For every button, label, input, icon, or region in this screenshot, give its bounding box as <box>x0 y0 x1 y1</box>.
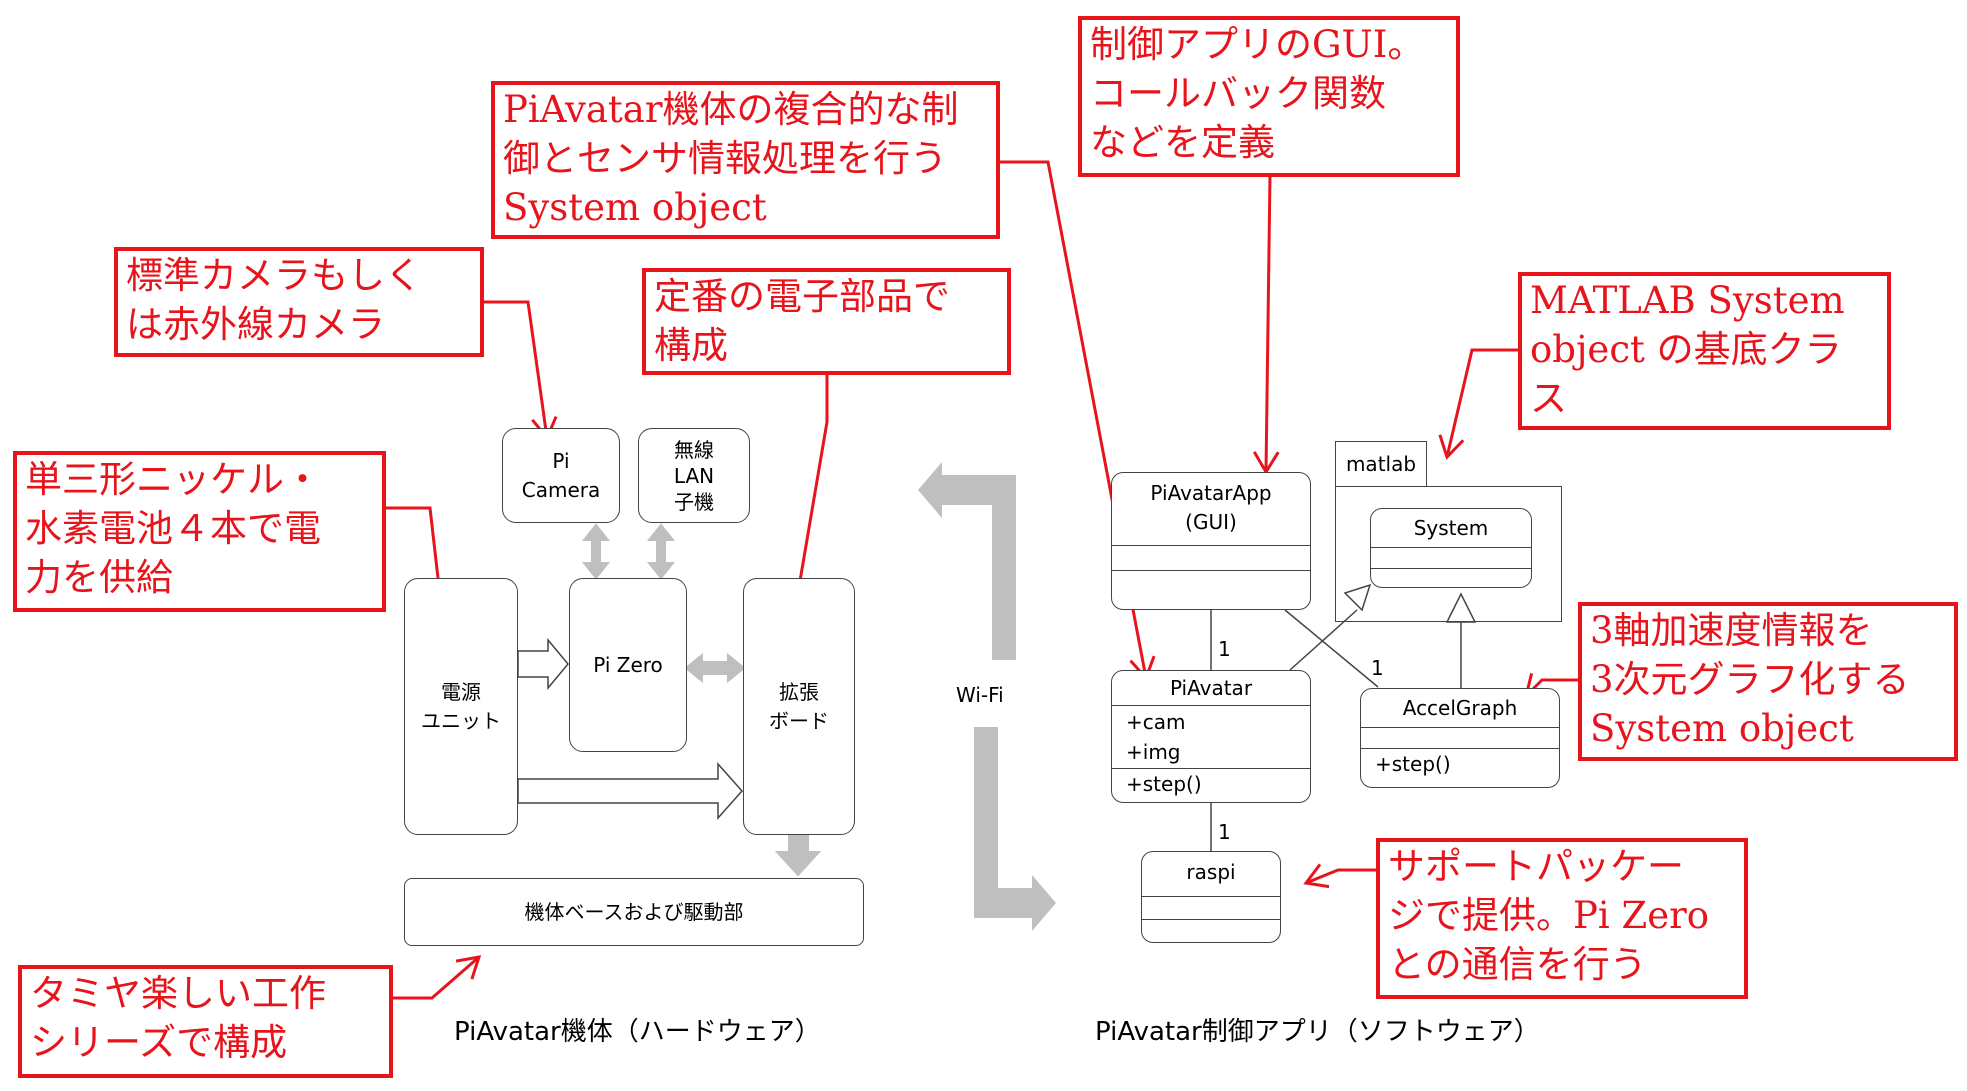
camera-pizero-arrow <box>581 523 611 580</box>
wifi-label: Wi-Fi <box>956 683 1004 707</box>
callout-support: サポートパッケー ジで提供。Pi Zero との通信を行う <box>1376 838 1748 999</box>
multiplicity-app-accelgraph: 1 <box>1371 656 1384 680</box>
pi-camera-label: Pi Camera <box>521 448 601 502</box>
piavatar-methods: +step() <box>1112 768 1310 799</box>
assoc-app-accelgraph <box>1284 609 1379 688</box>
lan-pizero-arrow <box>646 523 676 580</box>
power-board-arrow <box>517 762 744 820</box>
accelgraph-class-name: AccelGraph <box>1402 696 1518 720</box>
pizero-board-arrow <box>684 652 746 684</box>
multiplicity-piavatar-raspi: 1 <box>1218 820 1231 844</box>
pi-camera-box: Pi Camera <box>502 428 620 523</box>
raspi-methods <box>1142 919 1280 920</box>
piavatar-attrs: +cam +img <box>1112 705 1310 768</box>
tamiya-callout-arrow <box>393 955 482 1000</box>
piavatar-method-step: +step() <box>1126 772 1202 796</box>
base-drive-box: 機体ベースおよび駆動部 <box>404 878 864 946</box>
hardware-caption: PiAvatar機体（ハードウェア） <box>454 1017 821 1047</box>
system-class-name: System <box>1413 516 1489 540</box>
pi-zero-box: Pi Zero <box>569 578 687 752</box>
matlab-callout-arrow <box>1438 348 1518 460</box>
annotation-arrows <box>382 160 1578 1000</box>
piavatar-class: PiAvatar +cam +img +step() <box>1111 670 1311 803</box>
pi-zero-label: Pi Zero <box>593 652 663 677</box>
system-class: System <box>1370 508 1532 588</box>
gui-callout-arrow <box>1252 174 1280 475</box>
software-caption: PiAvatar制御アプリ（ソフトウェア） <box>1095 1017 1540 1047</box>
wifi-up-arrow <box>918 462 1016 660</box>
inherit-piavatar-system <box>1289 609 1358 671</box>
piavatar-attr-img: +img <box>1126 740 1181 764</box>
expansion-board-label: 拡張 ボード <box>769 679 829 733</box>
wireless-lan-box: 無線 LAN 子機 <box>638 428 750 523</box>
raspi-class-name: raspi <box>1186 860 1236 884</box>
support-callout-arrow <box>1303 863 1376 889</box>
callout-gui: 制御アプリのGUI。 コールバック関数 などを定義 <box>1078 16 1460 177</box>
inherit-triangle-accel <box>1445 592 1477 623</box>
system-class-methods <box>1371 568 1531 569</box>
system-class-attrs <box>1371 547 1531 568</box>
callout-accel: 3軸加速度情報を 3次元グラフ化する System object <box>1578 602 1958 761</box>
raspi-attrs <box>1142 896 1280 919</box>
callout-parts: 定番の電子部品で 構成 <box>642 268 1011 375</box>
matlab-package <box>1335 486 1562 622</box>
piavatar-app-name: PiAvatarApp (GUI) <box>1150 481 1272 534</box>
inherit-triangle-piavatar <box>1343 583 1372 612</box>
parts-callout-arrow <box>782 372 829 631</box>
accelgraph-method-step: +step() <box>1375 752 1451 776</box>
power-unit-label: 電源 ユニット <box>421 679 501 733</box>
board-base-arrow <box>774 832 822 877</box>
callout-battery: 単三形ニッケル・ 水素電池４本で電 力を供給 <box>13 451 386 612</box>
accelgraph-class: AccelGraph +step() <box>1360 688 1560 788</box>
callout-tamiya: タミヤ楽しい工作 シリーズで構成 <box>18 965 393 1078</box>
multiplicity-app-piavatar: 1 <box>1218 637 1231 661</box>
wifi-down-arrow <box>974 727 1056 931</box>
callout-camera: 標準カメラもしく は赤外線カメラ <box>114 247 484 357</box>
power-pizero-arrow <box>517 637 569 691</box>
raspi-class: raspi <box>1141 851 1281 943</box>
callout-matlab-base: MATLAB System object の基底クラ ス <box>1518 272 1891 430</box>
power-unit-box: 電源 ユニット <box>404 578 518 835</box>
base-drive-label: 機体ベースおよび駆動部 <box>524 899 744 924</box>
piavatar-app-attrs <box>1112 545 1310 570</box>
wireless-lan-label: 無線 LAN 子機 <box>673 437 715 514</box>
matlab-package-tab: matlab <box>1335 441 1427 487</box>
piavatar-attr-cam: +cam <box>1126 710 1186 734</box>
accelgraph-methods: +step() <box>1361 748 1559 779</box>
piavatar-class-name: PiAvatar <box>1169 676 1253 700</box>
camera-callout-arrow <box>480 300 558 441</box>
expansion-board-box: 拡張 ボード <box>743 578 855 835</box>
callout-system-object: PiAvatar機体の複合的な制 御とセンサ情報処理を行う System obj… <box>491 81 1000 239</box>
accelgraph-attrs <box>1361 727 1559 748</box>
piavatar-app-methods <box>1112 570 1310 571</box>
piavatar-app-class: PiAvatarApp (GUI) <box>1111 472 1311 610</box>
